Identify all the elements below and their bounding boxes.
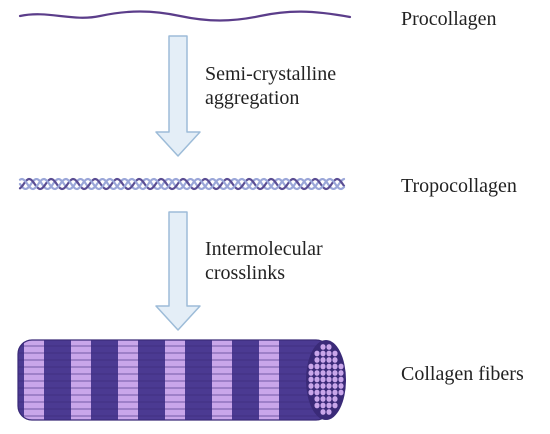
- fibril-cross-section: [325, 395, 333, 403]
- down-arrow-icon: [155, 35, 201, 157]
- fibril-cross-section: [325, 402, 333, 409]
- fibril-cross-section: [313, 376, 321, 383]
- fibril-cross-section: [319, 356, 327, 364]
- fibril-cross-section: [325, 363, 333, 370]
- fibril-cross-section: [313, 402, 321, 409]
- fibril-cross-section: [337, 389, 345, 396]
- fibril-cross-section: [337, 382, 345, 390]
- fibril-cross-section: [337, 369, 345, 377]
- fibril-cross-section: [331, 382, 339, 390]
- fibril-cross-section: [325, 343, 333, 351]
- fibril-cross-section: [331, 389, 339, 396]
- fibril-cross-section: [331, 369, 339, 377]
- fibril-cross-section: [319, 369, 327, 377]
- step-label-line: Semi-crystalline: [205, 63, 337, 85]
- fiber-light-band: [212, 340, 232, 420]
- fiber-light-band: [71, 340, 91, 420]
- fibril-cross-section: [319, 350, 327, 357]
- fibril-cross-section: [331, 376, 339, 383]
- fibril-cross-section: [307, 389, 315, 396]
- fiber-light-band: [165, 340, 185, 420]
- fibril-cross-section: [319, 402, 327, 409]
- fibril-cross-section: [331, 395, 339, 403]
- fibril-cross-section: [319, 343, 327, 351]
- helix-strand: [18, 177, 346, 191]
- fiber-light-band: [259, 340, 279, 420]
- fiber-light-band: [24, 340, 44, 420]
- fibril-cross-section: [331, 356, 339, 364]
- fibril-cross-section: [337, 376, 345, 383]
- fibril-cross-section: [307, 382, 315, 390]
- fibril-cross-section: [325, 389, 333, 396]
- fibril-cross-section: [313, 389, 321, 396]
- fibril-cross-section: [319, 389, 327, 396]
- fibril-cross-section: [313, 356, 321, 364]
- fiber-light-band: [118, 340, 138, 420]
- fibril-cross-section: [325, 356, 333, 364]
- fibril-cross-section: [331, 350, 339, 357]
- fibril-cross-section: [313, 363, 321, 370]
- step-label-line: crosslinks: [205, 262, 285, 284]
- stage-label-procollagen: Procollagen: [401, 8, 497, 30]
- fibril-cross-section: [307, 363, 315, 370]
- down-arrow-icon: [155, 211, 201, 331]
- step-label-crosslinks: Intermolecular crosslinks: [205, 237, 323, 285]
- fibril-cross-section: [331, 402, 339, 409]
- fibril-cross-section: [331, 363, 339, 370]
- stage-label-collagen-fibers: Collagen fibers: [401, 363, 524, 385]
- fibril-cross-section: [307, 376, 315, 383]
- stage-label-tropocollagen: Tropocollagen: [401, 175, 517, 197]
- step-label-line: Intermolecular: [205, 238, 323, 260]
- fibril-cross-section: [325, 350, 333, 357]
- fibril-cross-section: [325, 376, 333, 383]
- procollagen-strand: [18, 10, 352, 22]
- fibril-cross-section: [337, 363, 345, 370]
- fibril-cross-section: [319, 408, 327, 416]
- fibril-cross-section: [319, 376, 327, 383]
- fibril-cross-section: [313, 350, 321, 357]
- helix-strand: [18, 177, 346, 191]
- step-label-line: aggregation: [205, 87, 300, 109]
- fibril-cross-section: [313, 369, 321, 377]
- fibril-cross-section: [325, 369, 333, 377]
- fiber-end-cross-section: [306, 340, 346, 420]
- fibril-cross-section: [319, 395, 327, 403]
- fibril-cross-section: [313, 395, 321, 403]
- fibril-cross-section: [319, 382, 327, 390]
- collagen-fiber-bundle: [17, 339, 346, 421]
- fibril-cross-section: [325, 382, 333, 390]
- fibril-cross-section: [325, 408, 333, 416]
- fibril-cross-section: [313, 382, 321, 390]
- fibril-cross-section: [307, 369, 315, 377]
- step-label-aggregation: Semi-crystalline aggregation: [205, 62, 336, 110]
- fibril-cross-section: [319, 363, 327, 370]
- tropocollagen-triple-helix: [18, 177, 346, 191]
